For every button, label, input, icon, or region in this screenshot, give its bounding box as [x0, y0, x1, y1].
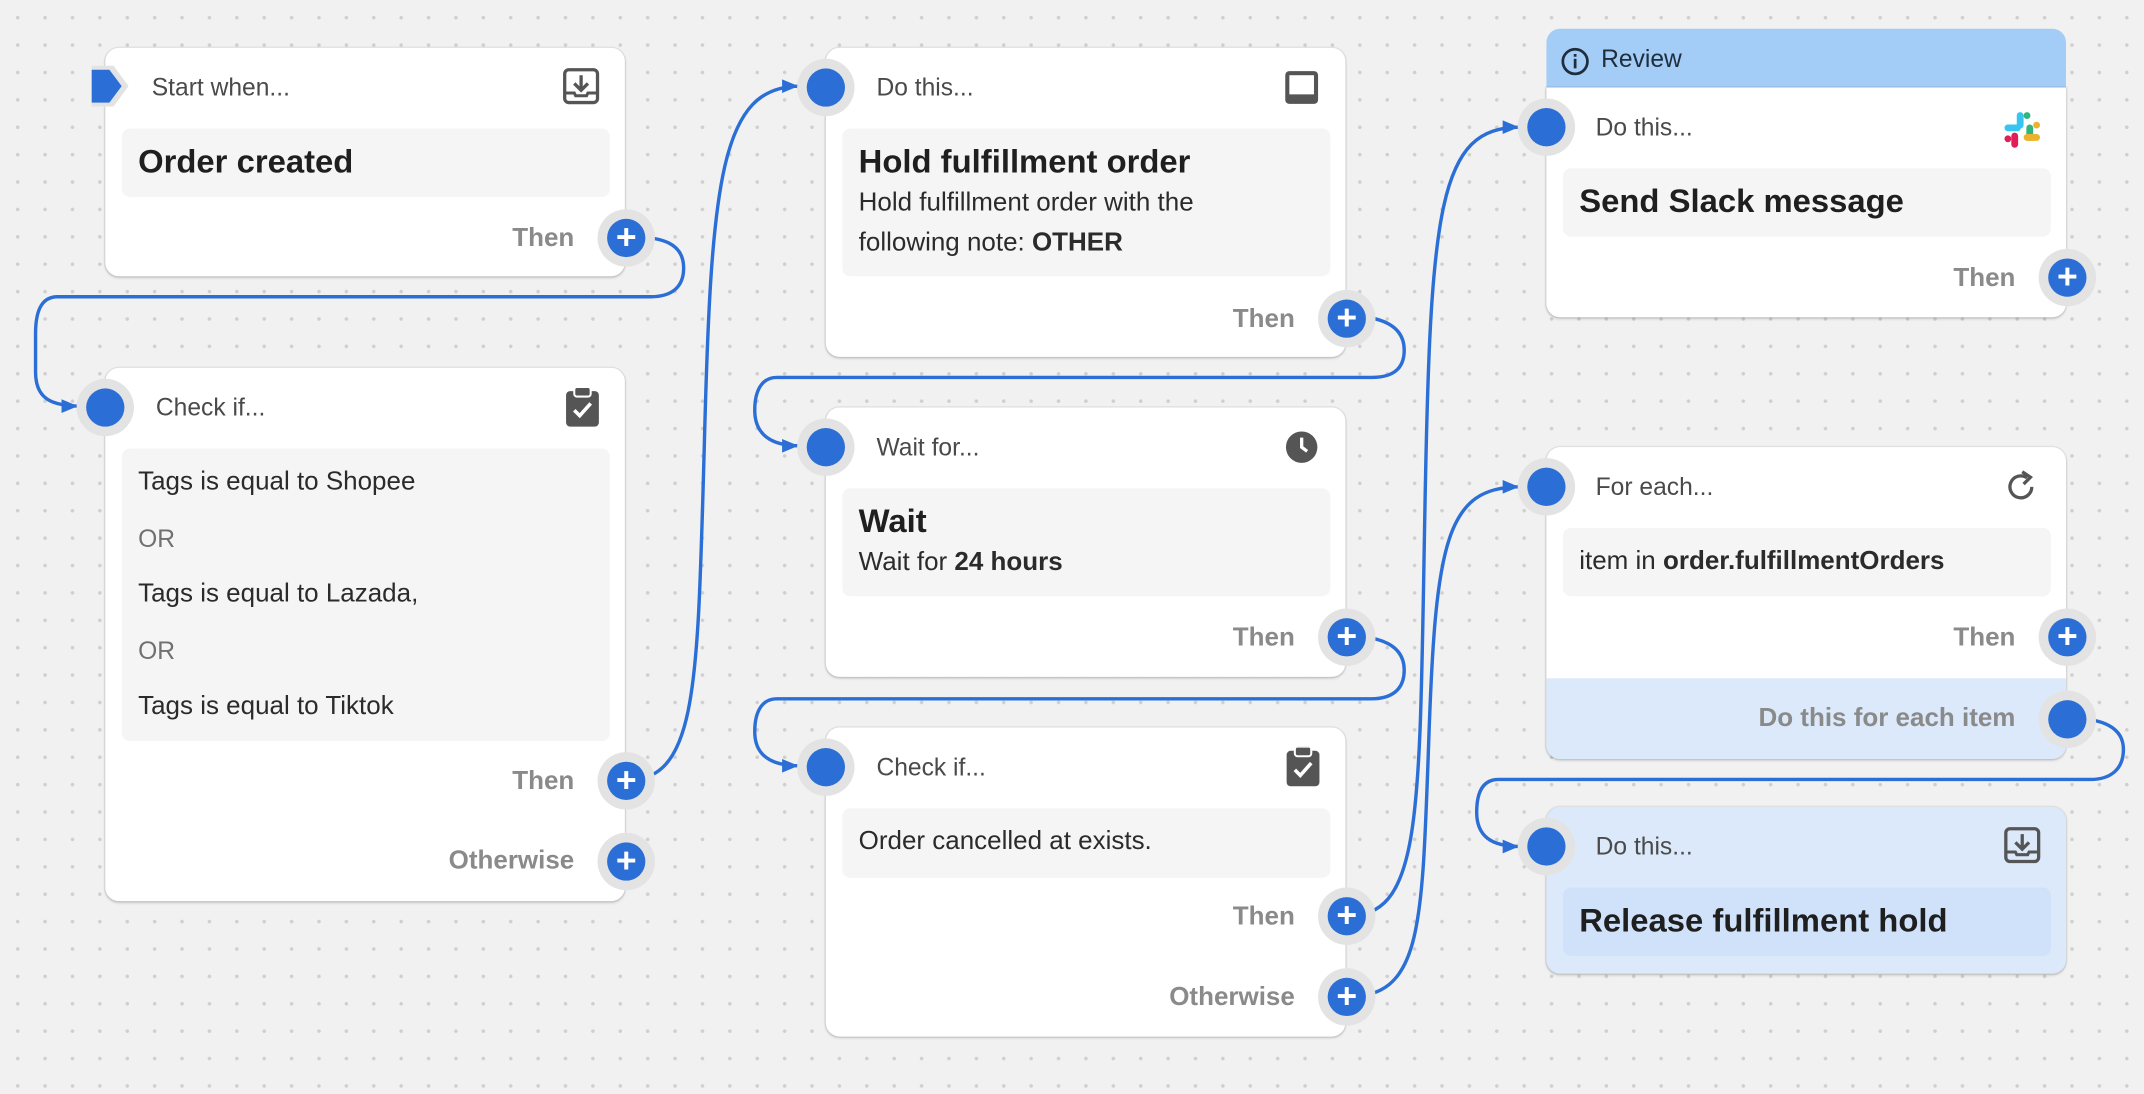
condition-cancelled: Order cancelled at exists.: [858, 827, 1152, 857]
then-label: Then: [1953, 623, 2016, 653]
then-label: Then: [1232, 304, 1295, 334]
or-separator: OR: [138, 637, 176, 665]
wait-box: Wait Wait for 24 hours: [842, 488, 1331, 597]
clock-icon: [1285, 431, 1318, 471]
download-tray-icon: [2003, 826, 2041, 871]
wait-duration: 24 hours: [954, 548, 1063, 578]
action-box: Hold fulfillment order Hold fulfillment …: [842, 128, 1331, 277]
review-label: Review: [1601, 45, 1682, 73]
start-when-card[interactable]: Start when... Order created Then +: [91, 47, 655, 277]
card-header: Wait for...: [876, 433, 980, 461]
for-each-card[interactable]: For each... item in order.fulfillmentOrd…: [1517, 447, 2097, 759]
hold-fulfillment-card[interactable]: Do this... Hold fulfillment order Hold f…: [797, 47, 1376, 357]
add-then-step-button[interactable]: +: [1318, 608, 1376, 666]
description-text: Wait for: [858, 548, 955, 578]
plus-icon: +: [2048, 617, 2087, 657]
plus-icon: +: [1327, 617, 1366, 657]
wait-title: Wait: [858, 503, 927, 541]
trigger-title: Order created: [138, 143, 354, 181]
add-then-step-button[interactable]: +: [1318, 887, 1376, 945]
for-each-item-section: Do this for each item: [1546, 678, 2066, 759]
slack-icon: [2002, 109, 2043, 157]
otherwise-label: Otherwise: [448, 846, 575, 876]
check-cancelled-card[interactable]: Check if... Order cancelled at exists. T…: [797, 727, 1376, 1037]
action-title: Hold fulfillment order: [858, 143, 1191, 181]
input-port: [797, 738, 855, 796]
card-header: Check if...: [876, 753, 986, 781]
condition-lazada: Tags is equal to Lazada,: [138, 579, 419, 609]
loop-box: item in order.fulfillmentOrders: [1562, 527, 2051, 597]
input-port: [1517, 458, 1576, 516]
clipboard-check-icon: [565, 385, 601, 435]
then-label: Then: [1232, 902, 1295, 932]
plus-icon: +: [607, 842, 646, 881]
then-label: Then: [512, 224, 575, 253]
description-text: item in: [1579, 547, 1663, 576]
condition-box: Order cancelled at exists.: [842, 808, 1331, 878]
for-each-item-label: Do this for each item: [1758, 704, 2016, 733]
plus-icon: +: [2048, 258, 2087, 297]
clipboard-check-icon: [1285, 745, 1321, 795]
add-then-step-button[interactable]: +: [597, 752, 655, 810]
otherwise-label: Otherwise: [1169, 983, 1295, 1012]
description-line: following note: OTHER: [859, 223, 1194, 263]
trigger-flag-icon: [91, 65, 129, 107]
then-label: Then: [1953, 263, 2016, 293]
action-title: Release fulfillment hold: [1579, 902, 1948, 940]
card-header: Start when...: [151, 73, 290, 102]
or-separator: OR: [138, 525, 176, 553]
loop-collection: order.fulfillmentOrders: [1662, 547, 1945, 576]
note-value: OTHER: [1031, 228, 1123, 258]
then-label: Then: [1232, 623, 1295, 653]
for-each-item-port[interactable]: [2038, 690, 2097, 749]
condition-tiktok: Tags is equal to Tiktok: [138, 691, 394, 721]
wait-card[interactable]: Wait for... Wait Wait for 24 hours Then …: [797, 407, 1376, 677]
plus-icon: +: [607, 761, 646, 800]
condition-shopee: Tags is equal to Shopee: [138, 467, 416, 497]
input-port: [797, 58, 855, 117]
input-port: [1517, 98, 1576, 156]
check-tags-card[interactable]: Check if... Tags is equal to Shopee OR T…: [76, 367, 655, 902]
description-line: Hold fulfillment order with the: [858, 188, 1194, 218]
send-slack-card[interactable]: Do this... Send Slack message Then +: [1517, 87, 2097, 318]
wait-description: Wait for 24 hours: [859, 543, 1063, 583]
trigger-box: Order created: [121, 128, 610, 197]
action-box: Release fulfillment hold: [1562, 887, 2051, 956]
input-port: [76, 378, 134, 437]
plus-icon: +: [1327, 977, 1366, 1017]
card-header: For each...: [1595, 473, 1714, 501]
action-description: Hold fulfillment order with the followin…: [859, 183, 1194, 262]
download-tray-icon: [562, 67, 600, 112]
description-text: following note:: [858, 228, 1032, 258]
action-title: Send Slack message: [1579, 183, 1904, 221]
refresh-icon: [2003, 469, 2039, 511]
card-header: Do this...: [1595, 832, 1693, 861]
conditions-box: Tags is equal to Shopee OR Tags is equal…: [121, 448, 610, 742]
then-label: Then: [512, 767, 575, 796]
card-header: Do this...: [876, 73, 974, 102]
inbox-icon: [1284, 70, 1320, 112]
action-box: Send Slack message: [1562, 168, 2051, 237]
add-then-step-button[interactable]: +: [1318, 289, 1376, 348]
loop-description: item in order.fulfillmentOrders: [1579, 547, 1944, 577]
plus-icon: +: [1327, 896, 1366, 936]
card-header: Check if...: [155, 393, 266, 422]
add-then-step-button[interactable]: +: [597, 209, 655, 267]
info-icon: [1561, 47, 1589, 76]
input-port: [797, 418, 855, 476]
add-otherwise-step-button[interactable]: +: [597, 832, 655, 891]
add-otherwise-step-button[interactable]: +: [1318, 968, 1376, 1026]
add-then-step-button[interactable]: +: [2038, 608, 2097, 666]
card-header: Do this...: [1595, 113, 1693, 141]
add-then-step-button[interactable]: +: [2038, 248, 2097, 307]
plus-icon: +: [607, 218, 646, 258]
plus-icon: +: [1327, 299, 1366, 338]
release-hold-card[interactable]: Do this... Release fulfillment hold: [1517, 806, 2066, 974]
input-port: [1517, 817, 1576, 876]
